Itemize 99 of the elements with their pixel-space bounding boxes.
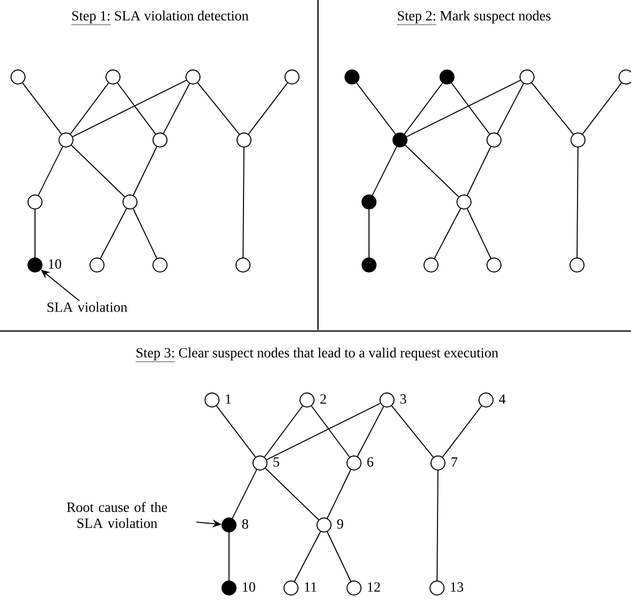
graph-node bbox=[90, 258, 104, 272]
node-number: 8 bbox=[242, 519, 248, 529]
graph-edge bbox=[372, 146, 398, 196]
graph-edge bbox=[264, 406, 304, 458]
graph-edge bbox=[356, 406, 384, 457]
graph-edge bbox=[406, 80, 521, 138]
graph-node bbox=[362, 194, 376, 210]
graph-node bbox=[344, 70, 360, 84]
graph-node bbox=[346, 580, 362, 596]
graph-edge bbox=[576, 147, 578, 258]
node-number: 7 bbox=[452, 457, 458, 467]
graph-edge bbox=[311, 406, 350, 458]
graph-node bbox=[316, 518, 332, 532]
graph-node bbox=[152, 132, 168, 148]
graph-edge bbox=[436, 470, 438, 581]
node-number: 1 bbox=[226, 394, 231, 404]
graph-edge bbox=[232, 469, 258, 519]
graph-edge bbox=[72, 80, 187, 138]
graph-node bbox=[204, 392, 220, 408]
graph-edge bbox=[451, 82, 490, 134]
node-number: 2 bbox=[320, 394, 326, 404]
graph-node bbox=[570, 132, 586, 148]
graph-node bbox=[186, 70, 200, 84]
graph-edge bbox=[497, 83, 524, 134]
graph-edge bbox=[434, 208, 462, 259]
graph-edge bbox=[266, 402, 381, 460]
graph-node bbox=[486, 258, 502, 272]
node-number: 10 bbox=[48, 259, 62, 269]
graph-node bbox=[106, 70, 120, 84]
graph-node bbox=[430, 580, 444, 596]
graph-node bbox=[478, 392, 494, 408]
graph-node bbox=[28, 258, 42, 272]
graph-node bbox=[236, 258, 250, 272]
graph-edge bbox=[132, 208, 158, 259]
node-number: 9 bbox=[337, 519, 344, 529]
graph-edge bbox=[248, 82, 288, 135]
node-number: 11 bbox=[304, 582, 316, 592]
graph-edge bbox=[22, 82, 62, 135]
node-number: 6 bbox=[367, 457, 374, 467]
graph-edge bbox=[264, 468, 320, 520]
graph-node bbox=[28, 194, 42, 210]
graph-node bbox=[58, 132, 74, 148]
graph-node bbox=[392, 132, 408, 148]
graph-edge bbox=[356, 82, 396, 135]
graph-edge bbox=[197, 82, 240, 135]
graph-edge bbox=[326, 531, 352, 582]
graph-node bbox=[346, 456, 362, 470]
graph-node bbox=[236, 132, 252, 148]
graph-node bbox=[300, 392, 314, 408]
node-number: 4 bbox=[498, 394, 506, 404]
callout-text: SLA violation bbox=[48, 302, 128, 312]
graph-node bbox=[362, 258, 376, 272]
step-heading: Step 2: Mark suspect nodes bbox=[396, 10, 550, 25]
callout-text: Root cause of the SLA violation bbox=[66, 502, 168, 528]
graph-edge bbox=[70, 144, 126, 198]
step-heading: Step 1: SLA violation detection bbox=[71, 10, 248, 25]
graph-edge bbox=[442, 405, 482, 458]
graph-node bbox=[222, 580, 236, 596]
node-number: 3 bbox=[400, 394, 406, 404]
graph-edge bbox=[368, 209, 370, 258]
step-heading: Step 3: Clear suspect nodes that lead to a valid request execution bbox=[135, 348, 498, 362]
graph-node bbox=[440, 70, 454, 84]
graph-edge bbox=[466, 208, 492, 259]
graph-edge bbox=[294, 531, 322, 582]
graph-node bbox=[570, 258, 584, 272]
graph-edge bbox=[162, 83, 190, 134]
graph-node bbox=[152, 258, 168, 272]
node-number: 13 bbox=[450, 582, 464, 592]
graph-node bbox=[252, 456, 268, 470]
graph-node bbox=[284, 580, 298, 596]
graph-edge bbox=[216, 405, 256, 458]
graph-edge bbox=[38, 146, 64, 196]
graph-edge bbox=[326, 469, 352, 519]
graph-node bbox=[430, 456, 446, 470]
graph-edge bbox=[100, 208, 128, 259]
graph-edge bbox=[391, 405, 434, 458]
graph-node bbox=[520, 70, 534, 84]
graph-edge bbox=[242, 147, 244, 258]
graph-edge bbox=[117, 82, 156, 134]
graph-edge bbox=[34, 209, 36, 258]
node-number: 12 bbox=[368, 582, 380, 592]
graph-edge bbox=[404, 82, 444, 134]
graph-node bbox=[486, 132, 502, 148]
graph-node bbox=[284, 70, 300, 84]
graph-edge bbox=[466, 146, 492, 196]
graph-edge bbox=[70, 82, 110, 134]
graph-edge bbox=[228, 532, 230, 581]
node-number: 10 bbox=[242, 582, 256, 592]
graph-edge bbox=[132, 146, 158, 196]
graph-edge bbox=[404, 144, 460, 198]
graph-node bbox=[424, 258, 438, 272]
graph-node bbox=[618, 70, 631, 84]
graph-node bbox=[456, 194, 472, 210]
graph-node bbox=[380, 392, 394, 408]
graph-edge bbox=[582, 82, 622, 135]
graph-node bbox=[122, 194, 138, 210]
graph-node bbox=[10, 70, 26, 84]
node-number: 5 bbox=[274, 457, 280, 467]
graph-edge bbox=[531, 82, 574, 135]
